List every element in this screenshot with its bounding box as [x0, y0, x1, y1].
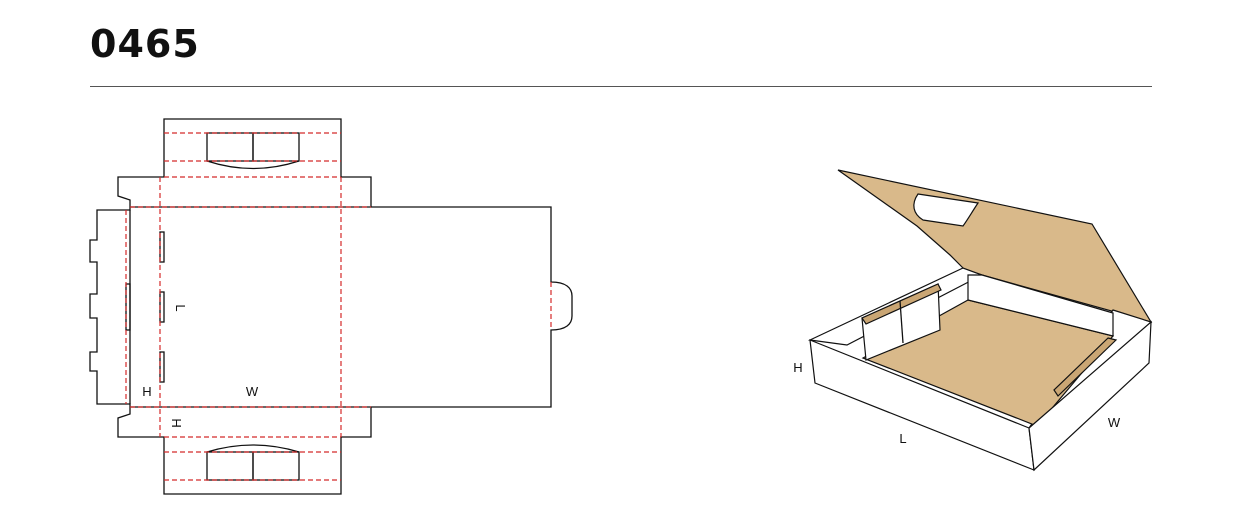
bottom-lock-left: [206, 451, 254, 481]
box-right-outer-wall: [1028, 320, 1152, 472]
top-lock-left: [206, 132, 254, 162]
assembled-box: H L W: [793, 169, 1153, 472]
box-label-height: H: [793, 360, 802, 375]
bottom-lock-right: [252, 451, 300, 481]
lid-handle-cutout: [913, 193, 980, 227]
title-divider: [90, 86, 1152, 87]
flat-label-length: L: [173, 304, 188, 311]
bottom-lock-curve: [206, 444, 300, 453]
flat-label-height-left: H: [142, 384, 151, 399]
top-lock-curve: [206, 160, 300, 170]
model-number-title: 0465: [90, 22, 200, 66]
dieline-outline: [89, 118, 573, 495]
left-flap-fold: [899, 300, 904, 344]
box-inner-back: [967, 274, 1114, 337]
box-label-width: W: [1108, 415, 1121, 430]
slot-2: [159, 291, 165, 323]
fold-lines: [125, 132, 552, 481]
flat-label-height-bottom: H: [169, 418, 184, 427]
box-label-length: L: [899, 431, 906, 446]
slot-1: [159, 231, 165, 263]
dieline: L H W H: [89, 118, 573, 495]
left-inner-flap-edge: [861, 283, 942, 325]
slot-3: [159, 351, 165, 383]
right-inner-flap-edge: [1053, 337, 1118, 397]
flat-label-width: W: [246, 384, 259, 399]
top-lock-right: [252, 132, 300, 162]
